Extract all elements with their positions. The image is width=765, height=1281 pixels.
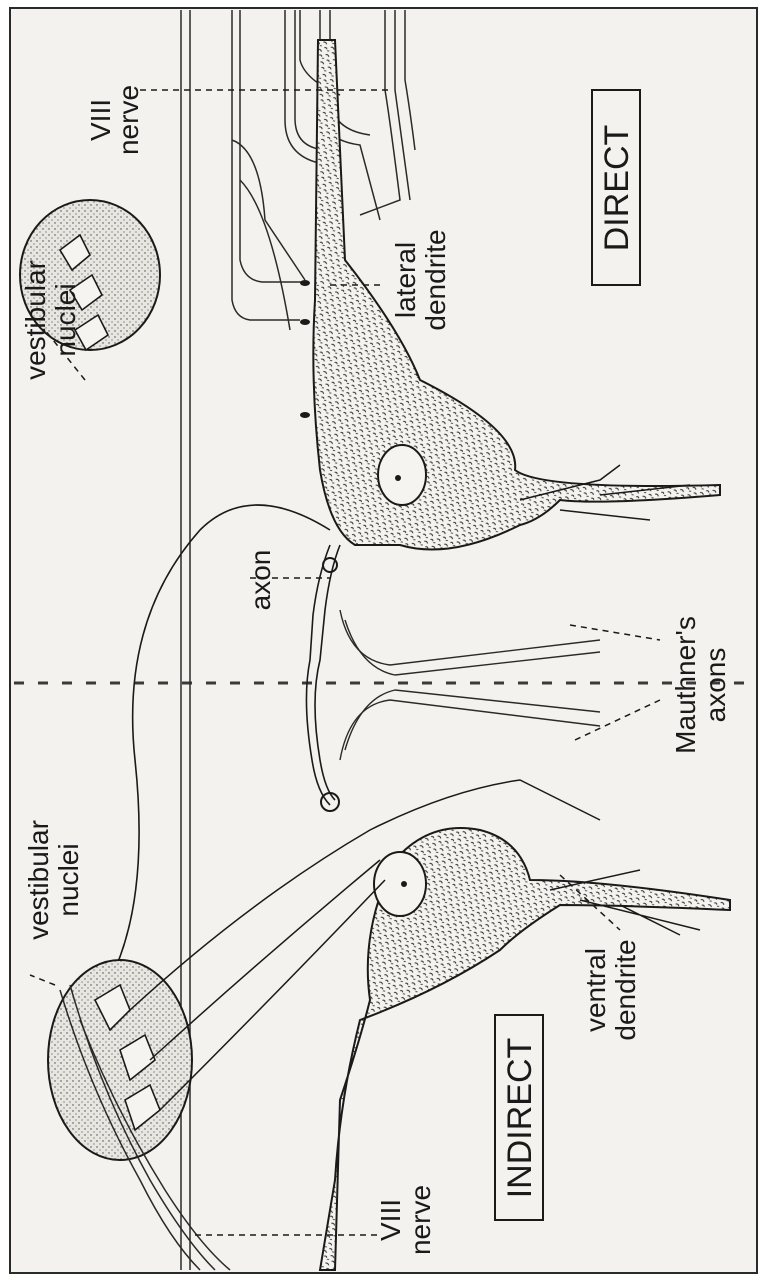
svg-text:vestibular: vestibular [23,820,54,940]
nucleus-direct [378,445,426,505]
svg-text:VIII: VIII [375,1199,406,1241]
svg-text:dendrite: dendrite [610,939,641,1040]
label-ventral-dendrite: ventral dendrite [580,939,641,1040]
svg-text:nuclei: nuclei [53,843,84,916]
svg-text:ventral: ventral [580,948,611,1032]
label-axon: axon [245,550,276,611]
label-lateral-dendrite: lateral dendrite [390,229,451,330]
svg-text:axons: axons [700,648,731,723]
svg-text:VIII: VIII [85,99,116,141]
title-indirect: INDIRECT [495,1015,543,1220]
svg-text:vestibular: vestibular [20,260,51,380]
svg-text:dendrite: dendrite [420,229,451,330]
svg-text:DIRECT: DIRECT [598,125,636,252]
svg-text:Mauthner's: Mauthner's [670,616,701,754]
svg-text:nuclei: nuclei [50,283,81,356]
svg-text:nerve: nerve [113,85,144,155]
svg-text:lateral: lateral [390,242,421,318]
svg-text:INDIRECT: INDIRECT [501,1038,539,1199]
svg-text:nerve: nerve [405,1185,436,1255]
svg-text:axon: axon [245,550,276,611]
